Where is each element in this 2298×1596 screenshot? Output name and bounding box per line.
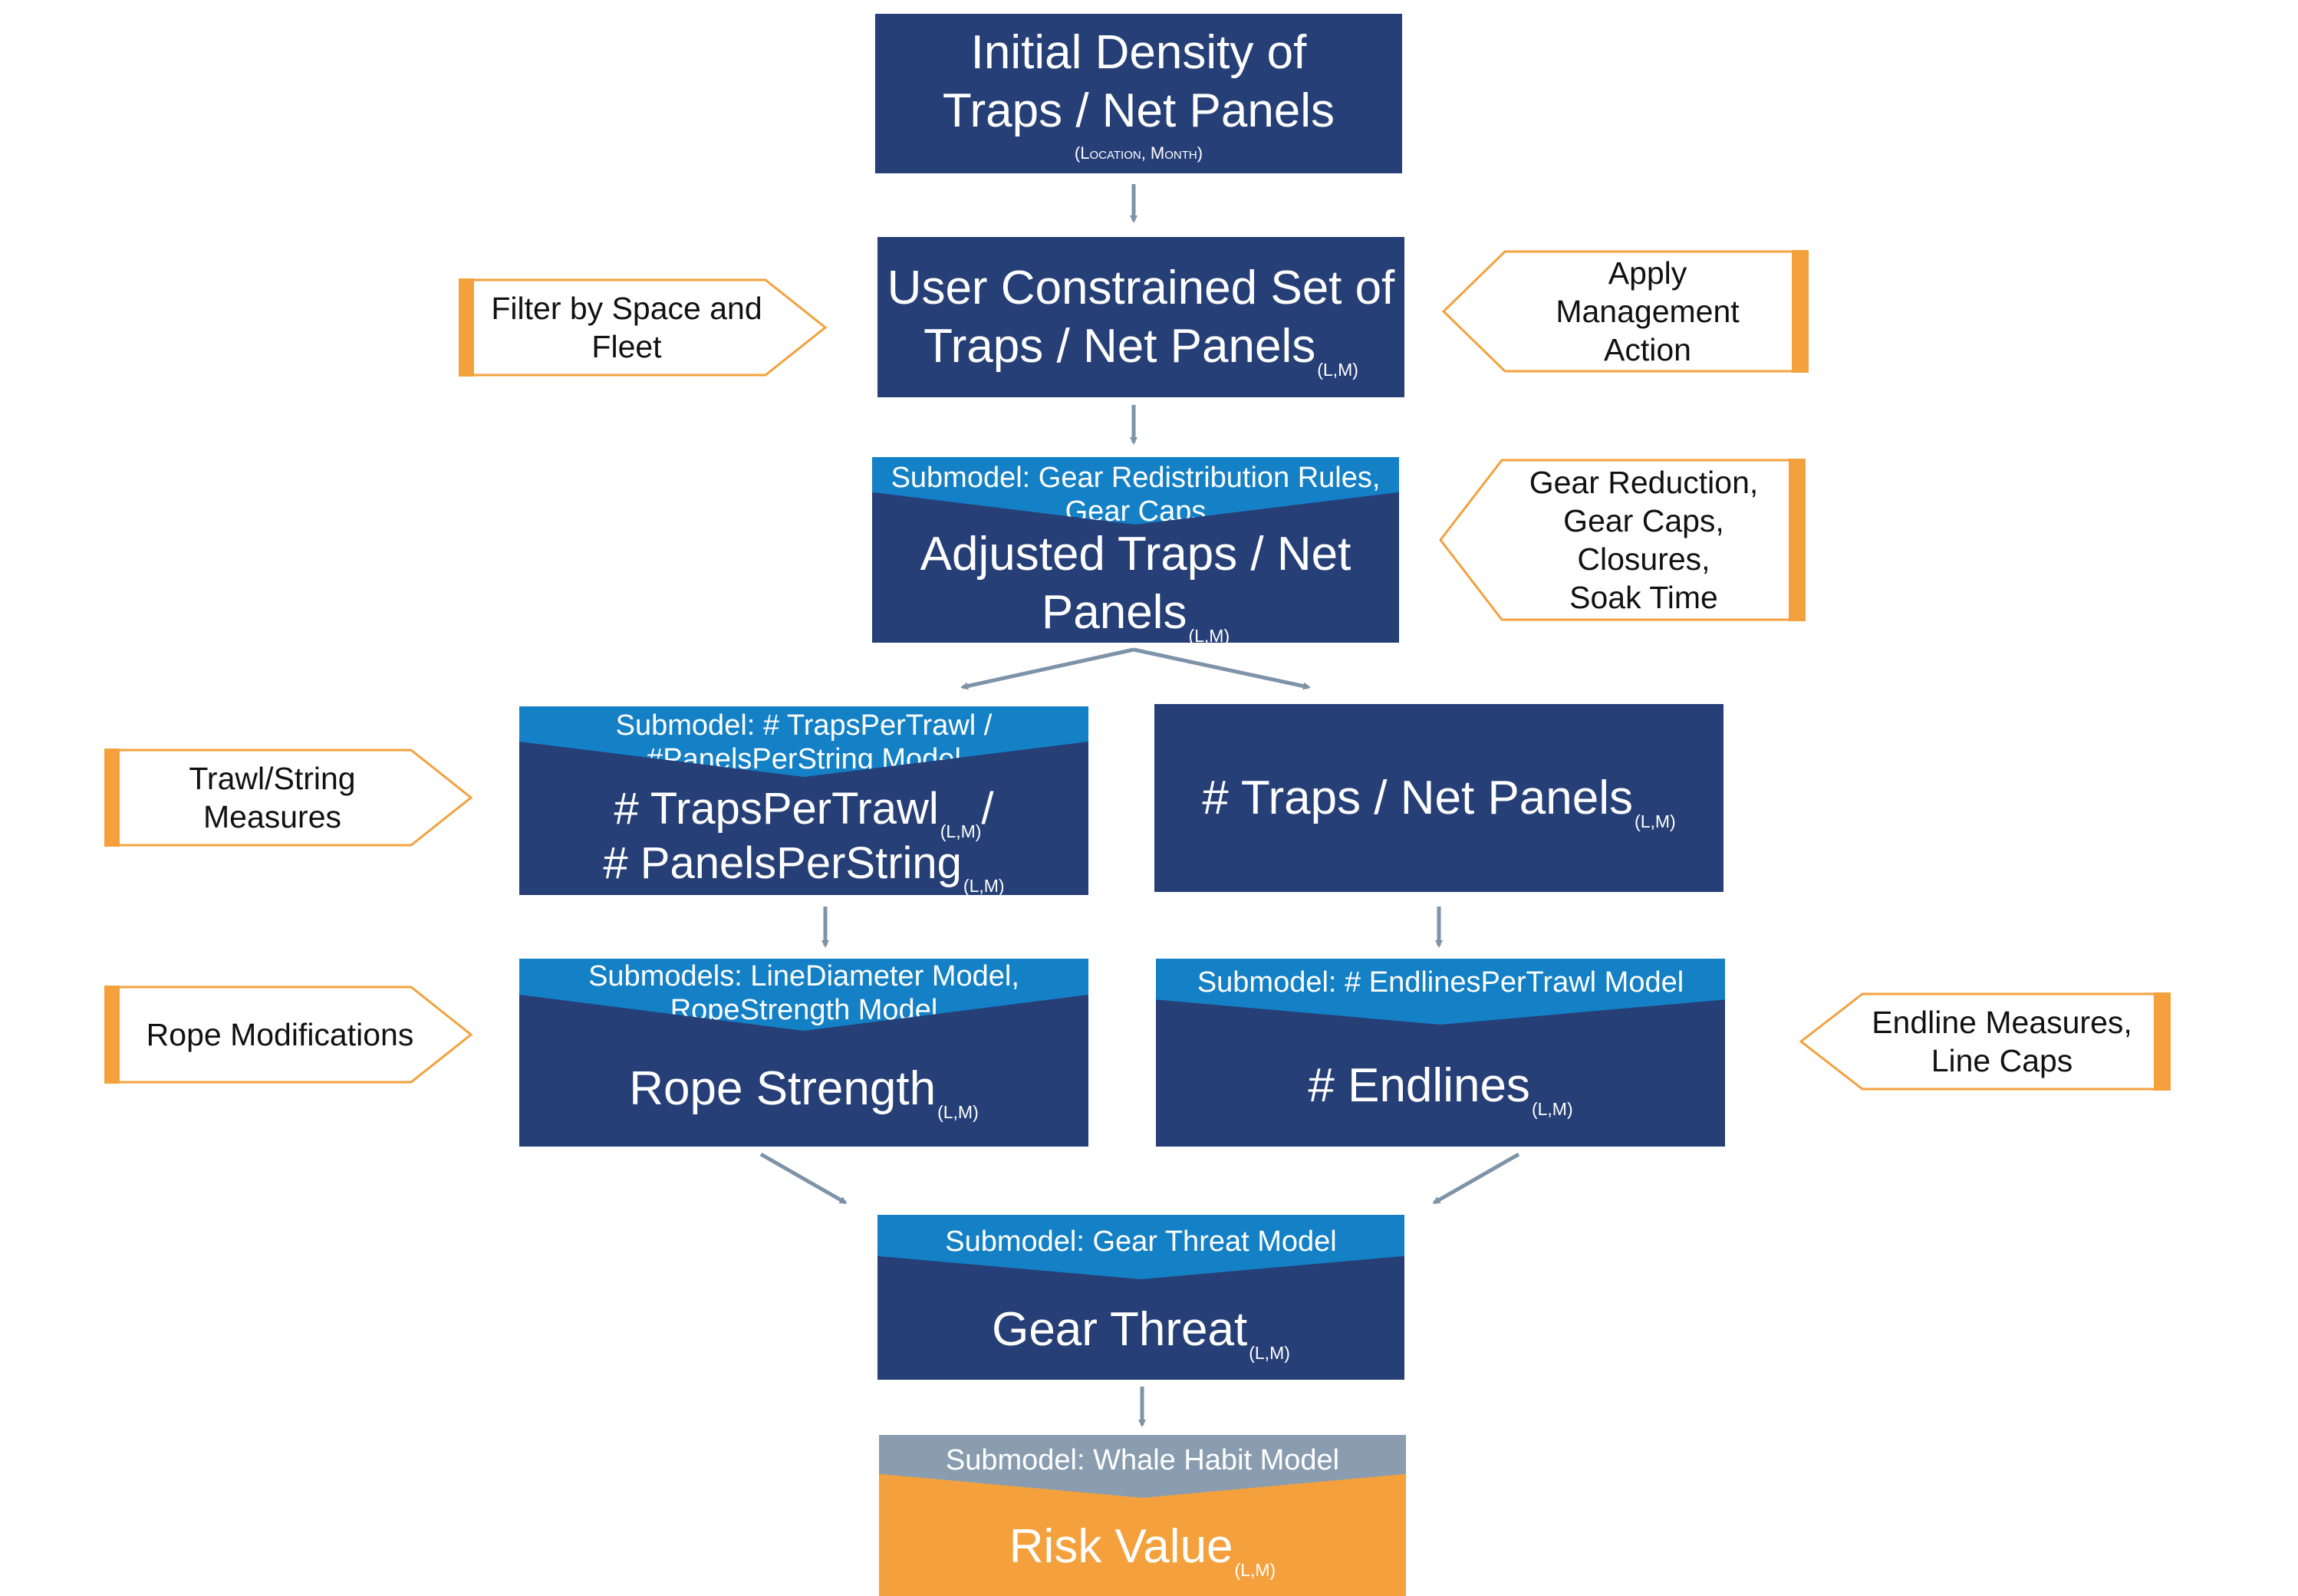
callout-management-line2: Management bbox=[1556, 293, 1740, 329]
callout-endline-line2: Line Caps bbox=[1931, 1043, 2073, 1078]
trawl-line1: # TrapsPerTrawl bbox=[614, 784, 939, 834]
node-traps-net-panels: # Traps / Net Panels(L,M) bbox=[1154, 704, 1724, 892]
risk-submodel-band: Submodel: Whale Habit Model bbox=[879, 1435, 1406, 1498]
callout-rope-mods-line1: Rope Modifications bbox=[146, 1016, 414, 1052]
callout-gear-reduction: Gear Reduction, Gear Caps, Closures, Soa… bbox=[1496, 459, 1792, 621]
user-constrained-line2: Traps / Net Panels bbox=[923, 319, 1316, 373]
callout-rope-mods: Rope Modifications bbox=[123, 986, 437, 1084]
callout-management: Apply Management Action bbox=[1503, 250, 1792, 373]
traps-net-panels-sub: (L,M) bbox=[1635, 811, 1676, 831]
callout-management-line1: Apply bbox=[1608, 255, 1687, 291]
callout-endline: Endline Measures, Line Caps bbox=[1849, 992, 2155, 1091]
arrow-rope-to-threat bbox=[759, 1152, 848, 1205]
initial-density-line1: Initial Density of bbox=[970, 26, 1307, 80]
adjusted-line2-wrap: Panels(L,M) bbox=[1041, 584, 1230, 643]
risk-body: Risk Value(L,M) bbox=[879, 1498, 1406, 1596]
node-user-constrained: User Constrained Set of Traps / Net Pane… bbox=[877, 237, 1404, 397]
adjusted-submodel-band: Submodel: Gear Redistribution Rules, Gea… bbox=[872, 457, 1399, 525]
callout-endline-shape bbox=[1799, 992, 2171, 1091]
trawl-body: # TrapsPerTrawl(L,M)/ # PanelsPerString(… bbox=[519, 778, 1088, 895]
user-constrained-sub: (L,M) bbox=[1317, 359, 1358, 380]
callout-management-line3: Action bbox=[1604, 332, 1691, 367]
callout-filter: Filter by Space and Fleet bbox=[477, 278, 776, 377]
traps-net-panels-label: # Traps / Net Panels bbox=[1202, 771, 1634, 824]
callout-gear-reduction-line1: Gear Reduction, bbox=[1529, 464, 1759, 500]
gear-threat-body: Gear Threat(L,M) bbox=[877, 1279, 1404, 1380]
callout-gear-reduction-line2: Gear Caps, bbox=[1563, 502, 1724, 538]
callout-trawl-string-line2: Measures bbox=[202, 799, 341, 834]
adjusted-sub: (L,M) bbox=[1188, 626, 1230, 643]
adjusted-submodel-line1: Submodel: Gear Redistribution Rules, bbox=[891, 462, 1381, 494]
endlines-submodel-band: Submodel: # EndlinesPerTrawl Model bbox=[1156, 959, 1725, 1025]
gear-threat-submodel-band: Submodel: Gear Threat Model bbox=[877, 1215, 1404, 1279]
node-initial-density: Initial Density of Traps / Net Panels (L… bbox=[875, 14, 1402, 173]
arrow-endlines-to-threat bbox=[1432, 1152, 1520, 1205]
arrow-adjusted-to-traps bbox=[1133, 647, 1311, 690]
callout-filter-line2: Fleet bbox=[591, 329, 662, 364]
callout-trawl-string: Trawl/String Measures bbox=[123, 749, 422, 847]
endlines-sub: (L,M) bbox=[1531, 1098, 1573, 1119]
adjusted-line2: Panels bbox=[1041, 586, 1187, 639]
initial-density-line2: Traps / Net Panels bbox=[942, 84, 1335, 137]
rope-body: Rope Strength(L,M) bbox=[519, 1031, 1088, 1147]
risk-wrap: Risk Value(L,M) bbox=[1009, 1518, 1276, 1580]
trawl-line2: # PanelsPerString bbox=[603, 838, 962, 888]
gear-threat-submodel: Submodel: Gear Threat Model bbox=[945, 1226, 1337, 1258]
gear-threat-sub: (L,M) bbox=[1249, 1342, 1290, 1363]
endlines-wrap: # Endlines(L,M) bbox=[1308, 1057, 1572, 1119]
arrow-adjusted-to-trawl bbox=[960, 647, 1134, 690]
callout-filter-line1: Filter by Space and bbox=[491, 290, 762, 326]
traps-net-panels-wrap: # Traps / Net Panels(L,M) bbox=[1202, 769, 1676, 831]
node-traps-per-trawl: Submodel: # TrapsPerTrawl / #PanelsPerSt… bbox=[519, 706, 1088, 895]
risk-sub: (L,M) bbox=[1234, 1560, 1276, 1581]
rope-sub: (L,M) bbox=[937, 1101, 979, 1122]
trawl-line1-wrap: # TrapsPerTrawl(L,M)/ bbox=[614, 782, 994, 841]
trawl-line1-tail: / bbox=[981, 784, 994, 834]
trawl-line1-sub: (L,M) bbox=[940, 821, 982, 842]
user-constrained-line2-wrap: Traps / Net Panels(L,M) bbox=[923, 318, 1358, 380]
trawl-submodel-line2: #PanelsPerString Model bbox=[647, 742, 961, 775]
user-constrained-line1: User Constrained Set of bbox=[887, 261, 1395, 314]
endlines-submodel: Submodel: # EndlinesPerTrawl Model bbox=[1197, 966, 1684, 999]
rope-submodel-line1: Submodels: LineDiameter Model, bbox=[588, 960, 1019, 992]
node-rope-strength: Submodels: LineDiameter Model, RopeStren… bbox=[519, 959, 1088, 1147]
risk-label: Risk Value bbox=[1009, 1520, 1233, 1574]
callout-trawl-string-shape bbox=[104, 749, 473, 847]
trawl-submodel-band: Submodel: # TrapsPerTrawl / #PanelsPerSt… bbox=[519, 706, 1088, 777]
callout-rope-mods-shape bbox=[104, 986, 473, 1084]
endlines-label: # Endlines bbox=[1308, 1058, 1530, 1112]
rope-submodel-line2: RopeStrength Model bbox=[670, 993, 938, 1026]
adjusted-line1: Adjusted Traps / Net bbox=[920, 528, 1351, 581]
rope-wrap: Rope Strength(L,M) bbox=[629, 1060, 979, 1122]
gear-threat-label: Gear Threat bbox=[992, 1302, 1248, 1356]
callout-management-shape bbox=[1441, 250, 1809, 373]
callout-endline-line1: Endline Measures, bbox=[1872, 1004, 2132, 1040]
rope-submodel-band: Submodels: LineDiameter Model, RopeStren… bbox=[519, 959, 1088, 1031]
node-adjusted: Submodel: Gear Redistribution Rules, Gea… bbox=[872, 457, 1399, 643]
node-endlines: Submodel: # EndlinesPerTrawl Model # End… bbox=[1156, 959, 1725, 1147]
node-risk-value: Submodel: Whale Habit Model Risk Value(L… bbox=[879, 1435, 1406, 1596]
risk-submodel: Submodel: Whale Habit Model bbox=[945, 1444, 1340, 1476]
endlines-body: # Endlines(L,M) bbox=[1156, 1025, 1725, 1147]
callout-filter-shape bbox=[459, 278, 828, 377]
callout-gear-reduction-shape bbox=[1439, 459, 1806, 621]
adjusted-submodel-line2: Gear Caps bbox=[1065, 495, 1207, 528]
node-gear-threat: Submodel: Gear Threat Model Gear Threat(… bbox=[877, 1215, 1404, 1380]
callout-gear-reduction-line4: Soak Time bbox=[1569, 580, 1718, 616]
callout-trawl-string-line1: Trawl/String bbox=[189, 760, 356, 796]
callout-gear-reduction-line3: Closures, bbox=[1577, 541, 1710, 577]
trawl-line2-wrap: # PanelsPerString(L,M) bbox=[603, 837, 1004, 895]
rope-label: Rope Strength bbox=[629, 1061, 937, 1115]
trawl-line2-sub: (L,M) bbox=[963, 876, 1005, 895]
adjusted-body: Adjusted Traps / Net Panels(L,M) bbox=[872, 525, 1399, 643]
initial-density-note: (Location, Month) bbox=[1074, 143, 1203, 163]
trawl-submodel-line1: Submodel: # TrapsPerTrawl / bbox=[615, 709, 993, 742]
gear-threat-wrap: Gear Threat(L,M) bbox=[992, 1301, 1290, 1363]
